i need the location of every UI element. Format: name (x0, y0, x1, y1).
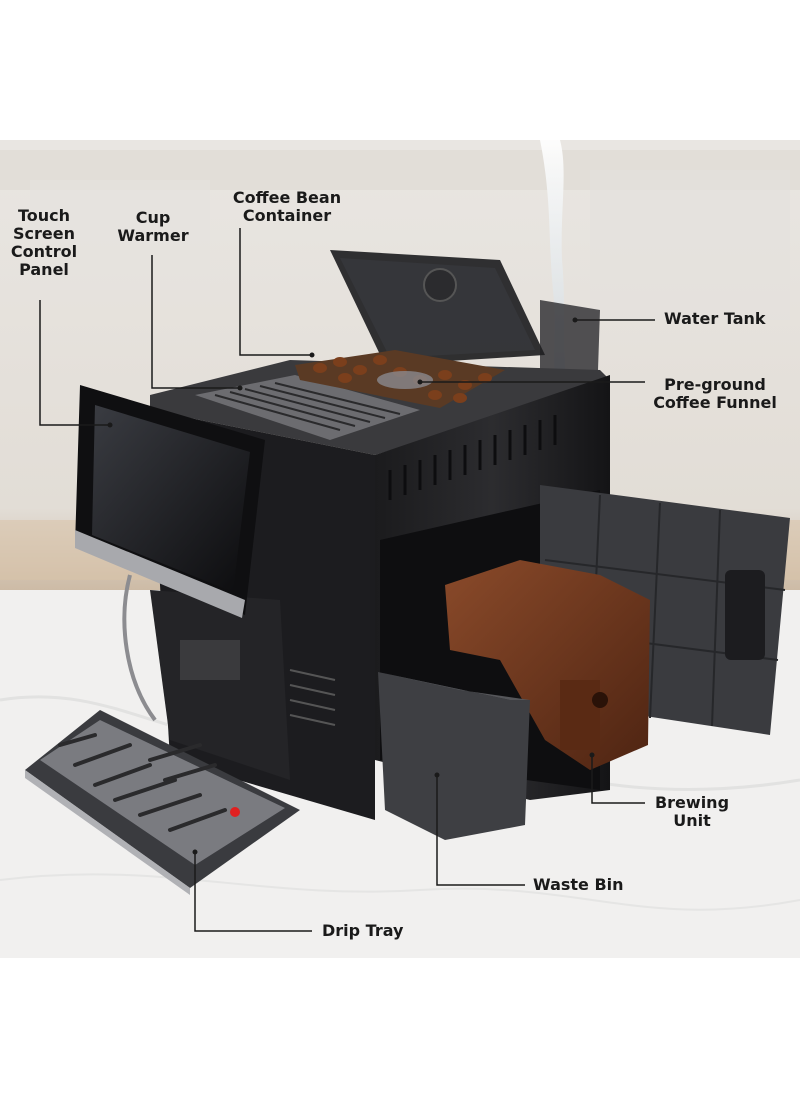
coffee-machine-illustration (0, 140, 800, 958)
label-line: Container (242, 206, 332, 225)
label-line: Drip Tray (322, 921, 404, 940)
label-line: Unit (673, 811, 711, 830)
label-waste-bin: Waste Bin (533, 876, 624, 894)
label-line: Panel (19, 260, 69, 279)
label-line: Coffee Bean (232, 188, 342, 207)
label-cup-warmer: Cup Warmer (108, 209, 198, 245)
label-line: Cup (135, 208, 171, 227)
label-line: Control (10, 242, 78, 261)
label-line: Touch (17, 206, 71, 225)
label-drip-tray: Drip Tray (322, 922, 403, 940)
label-pre-ground-coffee-funnel: Pre-ground Coffee Funnel (646, 376, 784, 412)
label-brewing-unit: Brewing Unit (648, 794, 736, 830)
label-line: Water Tank (664, 309, 766, 328)
label-touch-screen-control-panel: Touch Screen Control Panel (4, 207, 84, 279)
label-water-tank: Water Tank (664, 310, 766, 328)
label-line: Coffee Funnel (653, 393, 777, 412)
label-line: Warmer (117, 226, 189, 245)
label-coffee-bean-container: Coffee Bean Container (228, 189, 346, 225)
label-line: Screen (13, 224, 75, 243)
label-line: Waste Bin (533, 875, 624, 894)
label-line: Pre-ground (664, 375, 766, 394)
label-line: Brewing (654, 793, 730, 812)
